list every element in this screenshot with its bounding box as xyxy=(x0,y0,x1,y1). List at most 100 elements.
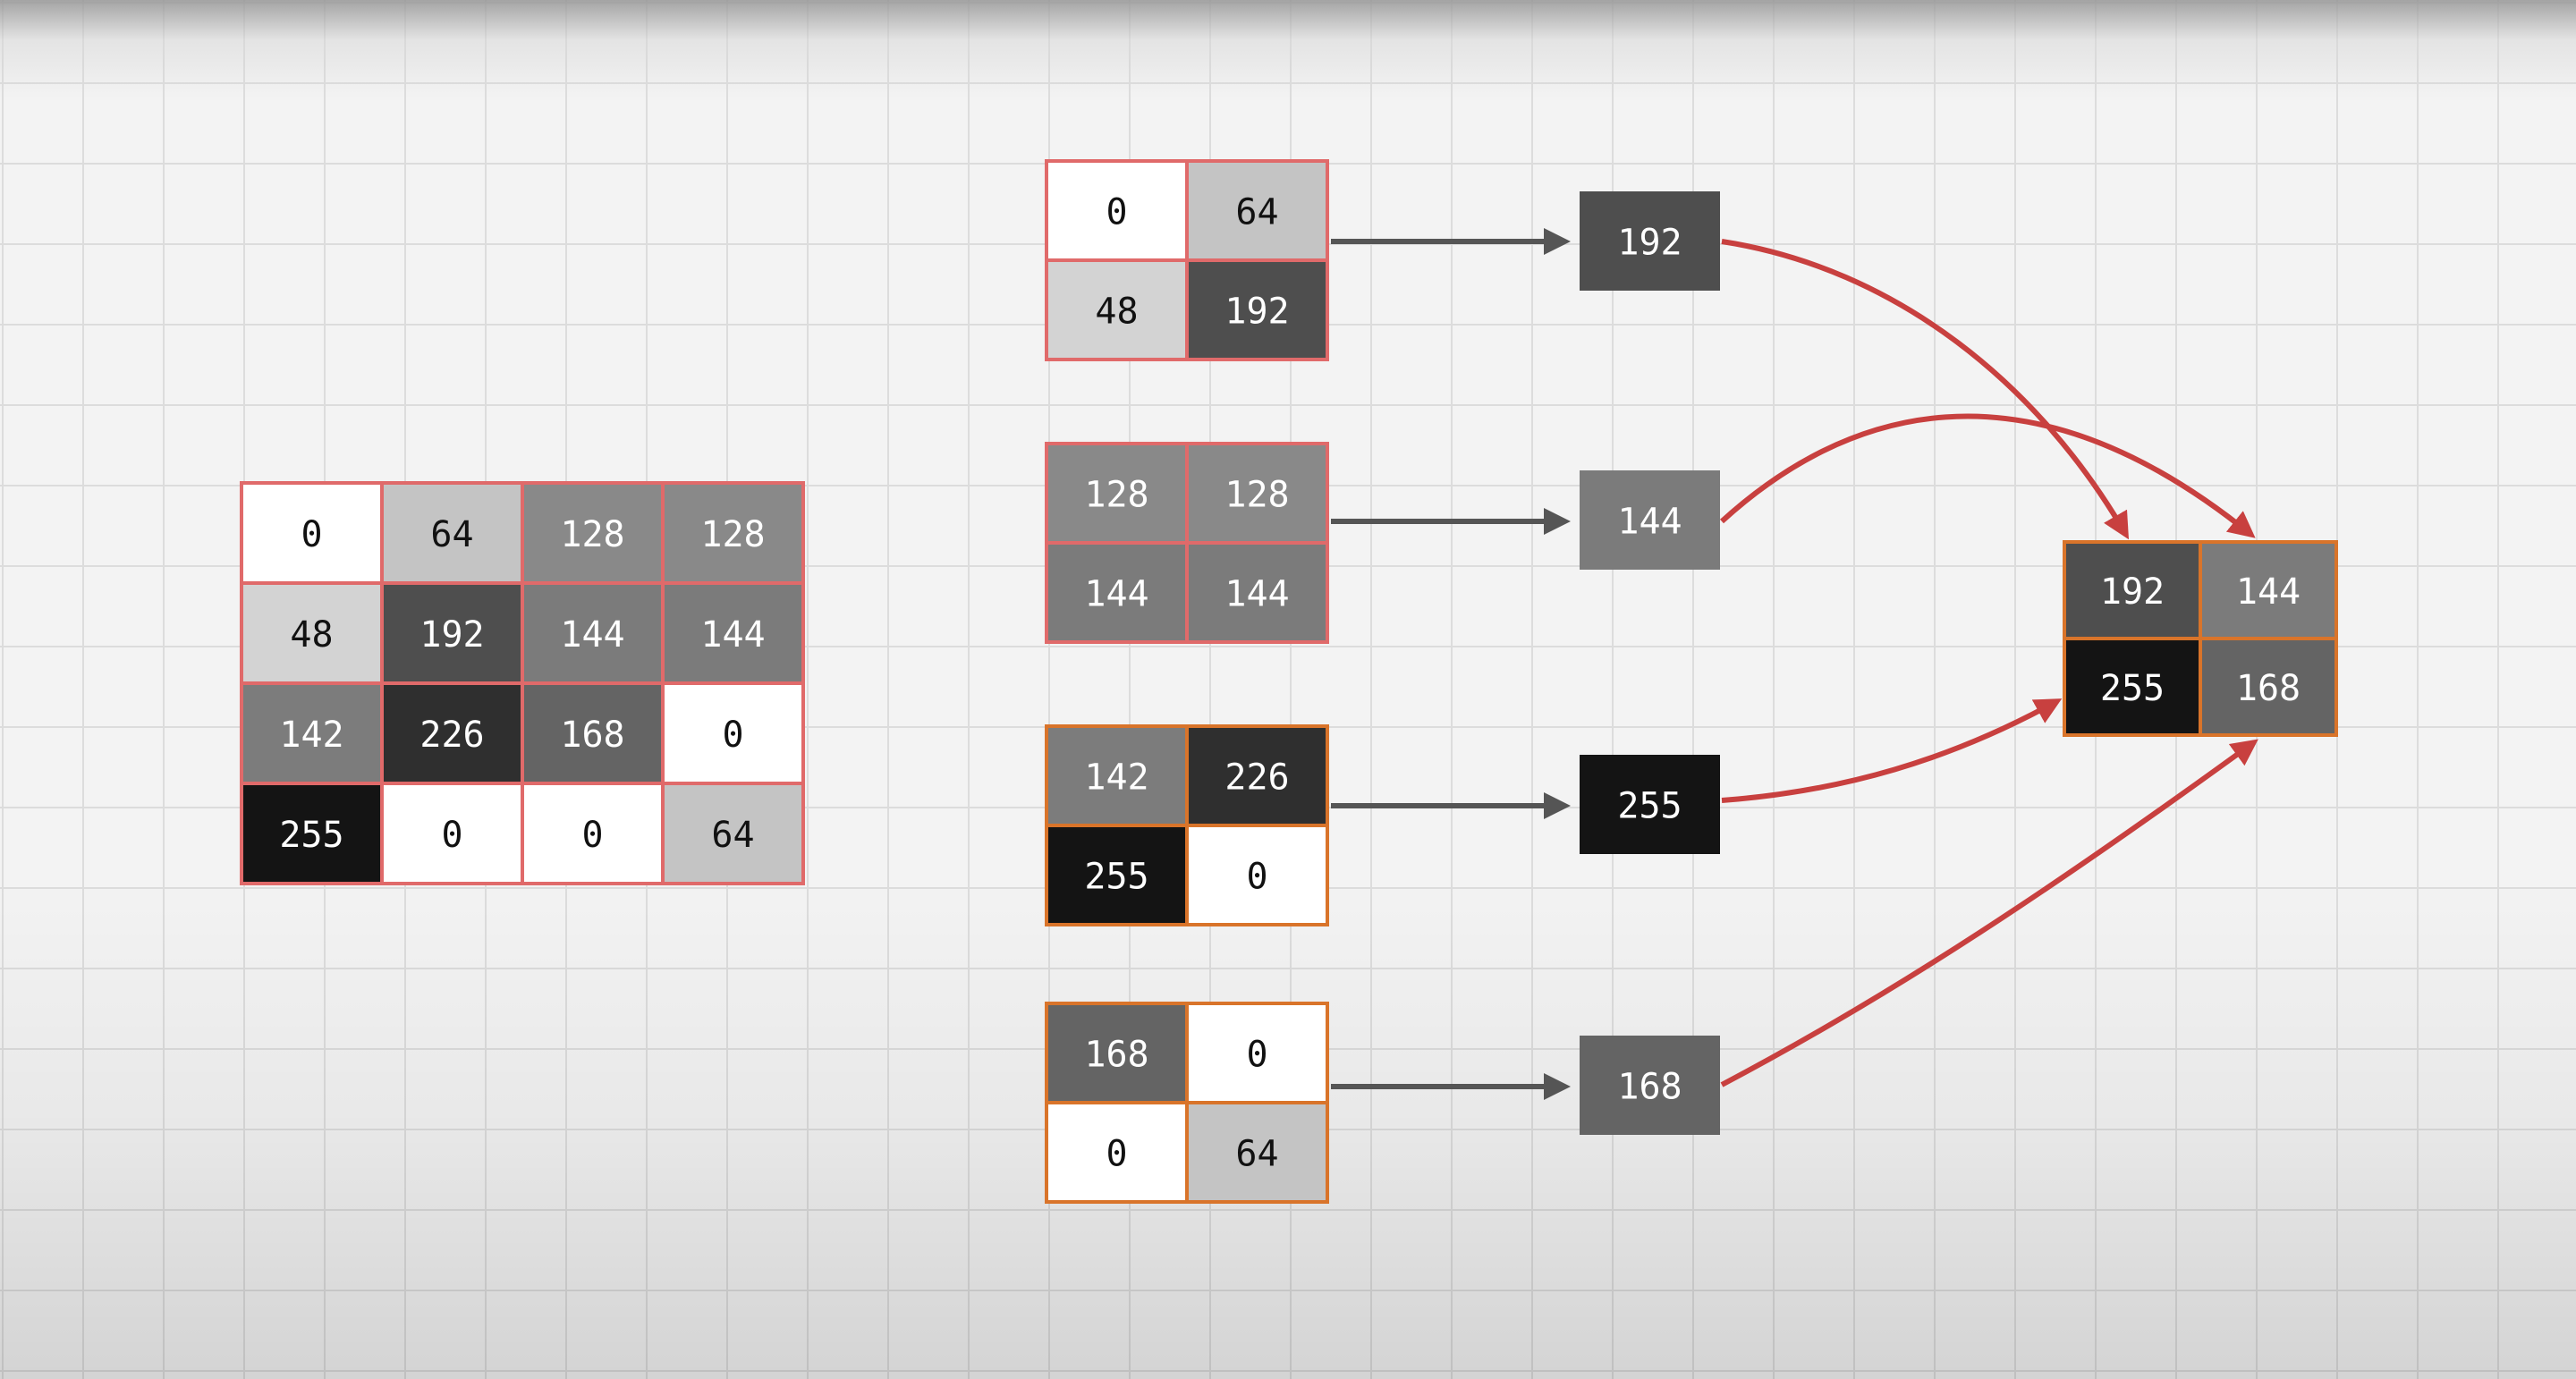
max-box-3-value: 255 xyxy=(1617,786,1682,827)
window-1-cell-r1-c0-value: 48 xyxy=(1095,292,1138,333)
red-arrow-1 xyxy=(1721,239,2130,540)
window-1-cell-r0-c0-fill xyxy=(1045,159,1189,262)
window-2-cell-r0-c1-value: 128 xyxy=(1224,475,1289,516)
window-3-cell-r1-c0-fill xyxy=(1045,824,1189,926)
max-box-4-value: 168 xyxy=(1617,1067,1682,1108)
window-4-cell-r0-c1-fill xyxy=(1185,1002,1329,1104)
window-4-cell-r0-c1: 0 xyxy=(1185,1002,1329,1104)
window-4-cell-r1-c1: 64 xyxy=(1185,1101,1329,1204)
window-4-cell-r1-c0-value: 0 xyxy=(1106,1134,1127,1175)
window-4-cell-r1-c0: 0 xyxy=(1045,1101,1189,1204)
input-cell-r2-c1-fill xyxy=(380,681,524,785)
window-2: 128 128 144 144 xyxy=(1045,442,1329,644)
output-cell-r0-c1-value: 144 xyxy=(2236,571,2301,613)
window-2-cell-r1-c1-fill xyxy=(1185,541,1329,644)
red-arrow-2 xyxy=(1719,413,2256,538)
input-cell-r1-c3-fill xyxy=(661,581,805,685)
input-cell-r2-c3-fill xyxy=(661,681,805,785)
max-box-3-fill xyxy=(1580,755,1720,854)
window-3-cell-r1-c0: 255 xyxy=(1045,824,1189,926)
window-4-cell-r0-c0-value: 168 xyxy=(1084,1035,1148,1076)
input-cell-r0-c1: 64 xyxy=(380,481,524,585)
input-cell-r1-c1-fill xyxy=(380,581,524,685)
max-box-4: 168 xyxy=(1580,1036,1720,1135)
window-2-cell-r1-c0-value: 144 xyxy=(1084,574,1148,615)
max-box-2-value: 144 xyxy=(1617,502,1682,543)
output-cell-r1-c0-value: 255 xyxy=(2100,668,2165,709)
window-1-cell-r0-c1-value: 64 xyxy=(1235,192,1278,233)
red-arrows xyxy=(1719,239,2258,1087)
input-cell-r2-c2: 168 xyxy=(521,681,665,785)
input-cell-r1-c0: 48 xyxy=(240,581,384,685)
window-2-cell-r1-c0: 144 xyxy=(1045,541,1189,644)
output-cell-r0-c1-fill xyxy=(2199,540,2338,640)
input-cell-r3-c3: 64 xyxy=(661,782,805,885)
window-2-cell-r0-c0-value: 128 xyxy=(1084,475,1148,516)
input-cell-r1-c0-value: 48 xyxy=(290,614,333,656)
max-box-1-fill xyxy=(1580,191,1720,291)
input-cell-r3-c2-value: 0 xyxy=(581,815,603,856)
input-cell-r2-c3-value: 0 xyxy=(722,715,743,756)
input-cell-r1-c1-value: 192 xyxy=(419,614,484,656)
max-box-1-value: 192 xyxy=(1617,223,1682,264)
window-1-cell-r0-c0: 0 xyxy=(1045,159,1189,262)
output-cell-r0-c1: 144 xyxy=(2199,540,2338,640)
output-cell-r1-c0: 255 xyxy=(2063,637,2202,737)
input-cell-r1-c2: 144 xyxy=(521,581,665,685)
window-4: 168 0 0 64 xyxy=(1045,1002,1329,1204)
input-cell-r0-c3-value: 128 xyxy=(700,514,765,555)
output-cell-r0-c0-value: 192 xyxy=(2100,571,2165,613)
window-3-cell-r0-c0-value: 142 xyxy=(1084,757,1148,799)
gray-arrows xyxy=(1331,228,1571,1100)
input-cell-r3-c2: 0 xyxy=(521,782,665,885)
input-cell-r2-c2-value: 168 xyxy=(560,715,624,756)
output-cell-r1-c1-value: 168 xyxy=(2236,668,2301,709)
window-4-cell-r1-c0-fill xyxy=(1045,1101,1189,1204)
window-2-cell-r1-c1-value: 144 xyxy=(1224,574,1289,615)
window-3-cell-r0-c1-value: 226 xyxy=(1224,757,1289,799)
window-1-cell-r0-c1-fill xyxy=(1185,159,1329,262)
window-2-cell-r0-c0-fill xyxy=(1045,442,1189,545)
window-4-cell-r1-c1-value: 64 xyxy=(1235,1134,1278,1175)
input-cell-r2-c3: 0 xyxy=(661,681,805,785)
window-2-cell-r1-c1: 144 xyxy=(1185,541,1329,644)
input-cell-r0-c0-value: 0 xyxy=(301,514,322,555)
max-box-1: 192 xyxy=(1580,191,1720,291)
window-1: 0 64 48 192 xyxy=(1045,159,1329,361)
input-cell-r2-c1: 226 xyxy=(380,681,524,785)
input-cell-r0-c3-fill xyxy=(661,481,805,585)
window-3: 142 226 255 0 xyxy=(1045,724,1329,926)
input-cell-r1-c1: 192 xyxy=(380,581,524,685)
input-cell-r2-c0-value: 142 xyxy=(279,715,343,756)
max-box-4-fill xyxy=(1580,1036,1720,1135)
input-cell-r0-c3: 128 xyxy=(661,481,805,585)
max-box-3: 255 xyxy=(1580,755,1720,854)
input-cell-r1-c3-value: 144 xyxy=(700,614,765,656)
red-arrow-3 xyxy=(1721,698,2063,803)
input-cell-r0-c0-fill xyxy=(240,481,384,585)
max-box-2: 144 xyxy=(1580,470,1720,570)
window-2-cell-r1-c0-fill xyxy=(1045,541,1189,644)
input-cell-r3-c0: 255 xyxy=(240,782,384,885)
input-cell-r0-c1-value: 64 xyxy=(430,514,473,555)
window-3-cell-r1-c1-value: 0 xyxy=(1246,857,1267,898)
red-arrow-4 xyxy=(1720,739,2258,1087)
input-cell-r0-c2: 128 xyxy=(521,481,665,585)
window-4-cell-r0-c0-fill xyxy=(1045,1002,1189,1104)
window-1-cell-r1-c1-fill xyxy=(1185,258,1329,361)
max-box-2-fill xyxy=(1580,470,1720,570)
input-cell-r0-c2-value: 128 xyxy=(560,514,624,555)
window-3-cell-r0-c1-fill xyxy=(1185,724,1329,827)
window-3-cell-r0-c0: 142 xyxy=(1045,724,1189,827)
window-4-cell-r0-c0: 168 xyxy=(1045,1002,1189,1104)
window-1-cell-r1-c1-value: 192 xyxy=(1224,292,1289,333)
input-grid: 0 64 128 128 48 192 144 144 142 226 168 0 255 0 0 64 xyxy=(240,481,805,885)
input-cell-r3-c1-value: 0 xyxy=(441,815,462,856)
window-1-cell-r0-c0-value: 0 xyxy=(1106,192,1127,233)
input-cell-r3-c1: 0 xyxy=(380,782,524,885)
window-1-cell-r1-c0-fill xyxy=(1045,258,1189,361)
window-3-cell-r1-c0-value: 255 xyxy=(1084,857,1148,898)
input-cell-r2-c1-value: 226 xyxy=(419,715,484,756)
input-cell-r1-c3: 144 xyxy=(661,581,805,685)
